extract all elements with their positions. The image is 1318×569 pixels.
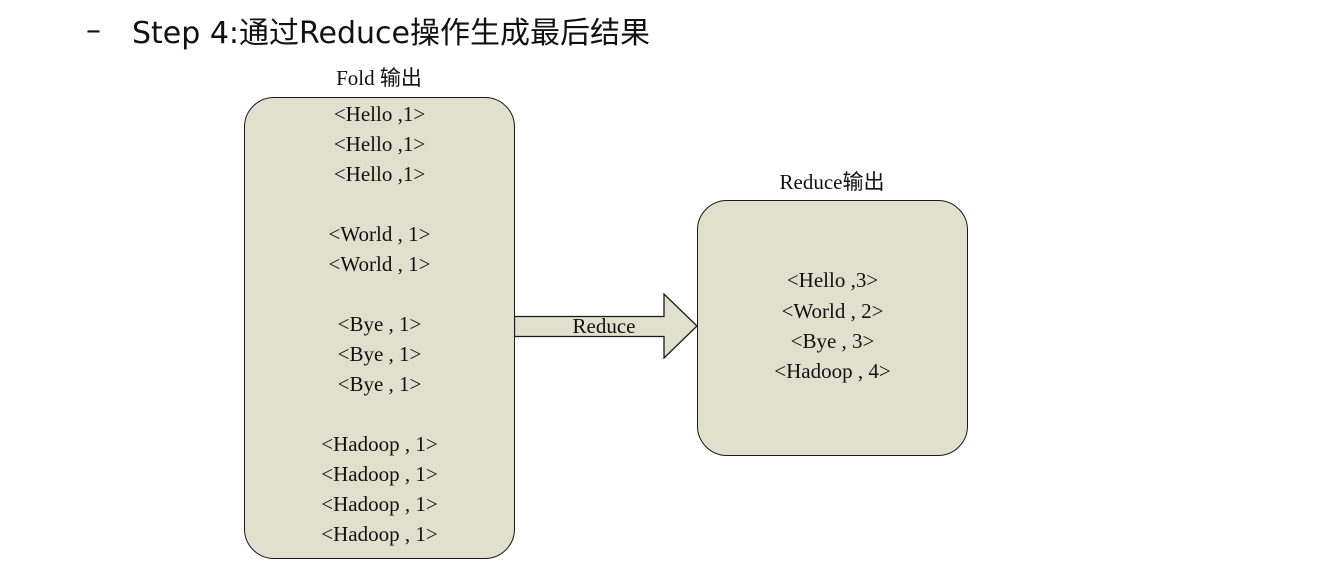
fold-line: <Bye , 1>: [337, 372, 422, 396]
fold-line: <World , 1>: [328, 252, 431, 276]
fold-line: <Hadoop , 1>: [321, 492, 438, 516]
fold-output-box: <Hello ,1> <Hello ,1> <Hello ,1> <World …: [244, 97, 515, 559]
heading-bullet: –: [86, 12, 101, 48]
reduce-arrow-label: Reduce: [572, 314, 636, 338]
reduce-line: <World , 2>: [781, 299, 884, 323]
fold-line: <Hello ,1>: [333, 132, 426, 156]
reduce-line: <Hello ,3>: [786, 268, 879, 292]
fold-line: <Hadoop , 1>: [321, 462, 438, 486]
reduce-line: <Bye , 3>: [790, 329, 875, 353]
reduce-arrow: [514, 293, 698, 359]
reduce-output-box: <Hello ,3> <World , 2> <Bye , 3> <Hadoop…: [697, 200, 968, 456]
fold-line: <Hadoop , 1>: [321, 522, 438, 546]
slide-heading: – Step 4:通过Reduce操作生成最后结果: [86, 6, 650, 54]
fold-line: <Bye , 1>: [337, 312, 422, 336]
fold-line: <Hadoop , 1>: [321, 432, 438, 456]
fold-line: <Hello ,1>: [333, 162, 426, 186]
reduce-line: <Hadoop , 4>: [774, 359, 891, 383]
fold-line: <World , 1>: [328, 222, 431, 246]
fold-output-title: Fold 输出: [336, 66, 422, 90]
fold-line: <Hello ,1>: [333, 102, 426, 126]
reduce-output-title: Reduce输出: [779, 170, 885, 194]
fold-line: <Bye , 1>: [337, 342, 422, 366]
heading-text: Step 4:通过Reduce操作生成最后结果: [132, 16, 650, 51]
reduce-arrow-shape: [514, 293, 698, 359]
